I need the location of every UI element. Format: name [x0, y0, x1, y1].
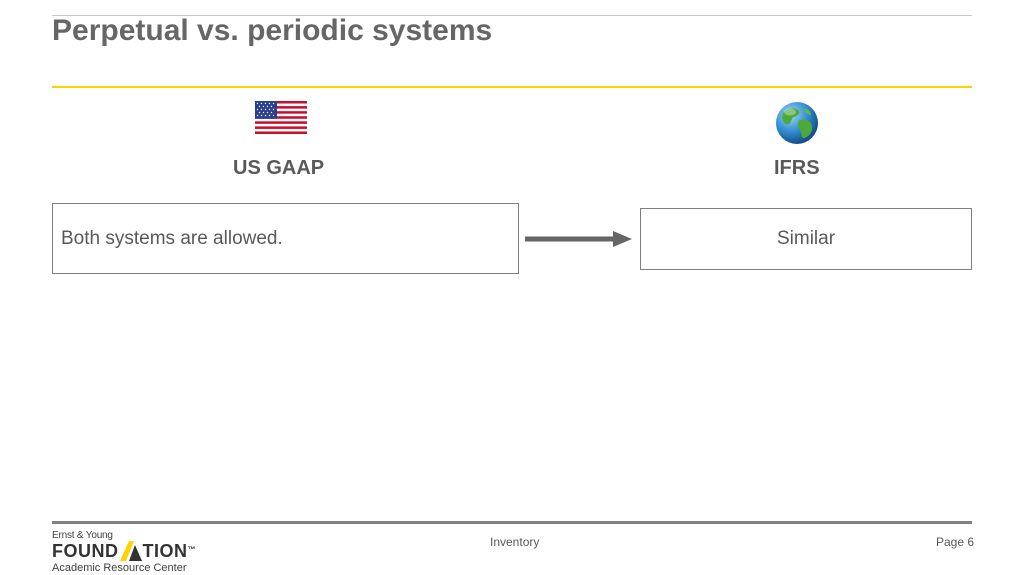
globe-icon [776, 102, 818, 144]
us-flag-icon [255, 101, 307, 134]
ey-foundation-logo: Ernst & Young FOUND TION ™ Academic Reso… [52, 530, 196, 574]
us-gaap-heading: US GAAP [233, 157, 325, 179]
logo-main-text: FOUND TION ™ [52, 541, 196, 561]
page-number: Page 6 [936, 535, 975, 549]
top-divider [52, 15, 972, 16]
arrow-right-icon [525, 231, 632, 247]
ifrs-text: Similar [776, 228, 836, 249]
page-title: Perpetual vs. periodic systems [52, 14, 493, 47]
logo-top-text: Ernst & Young [52, 530, 113, 541]
logo-subtitle: Academic Resource Center [52, 562, 187, 574]
title-underline [52, 86, 972, 88]
footer-section-label: Inventory [490, 535, 540, 549]
footer-divider [52, 521, 972, 524]
us-gaap-box: Both systems are allowed. [52, 203, 519, 274]
us-gaap-text: Both systems are allowed. [61, 227, 283, 249]
ifrs-box: Similar [640, 208, 972, 270]
logo-a-mark-icon [119, 541, 142, 561]
ifrs-heading: IFRS [774, 157, 820, 179]
